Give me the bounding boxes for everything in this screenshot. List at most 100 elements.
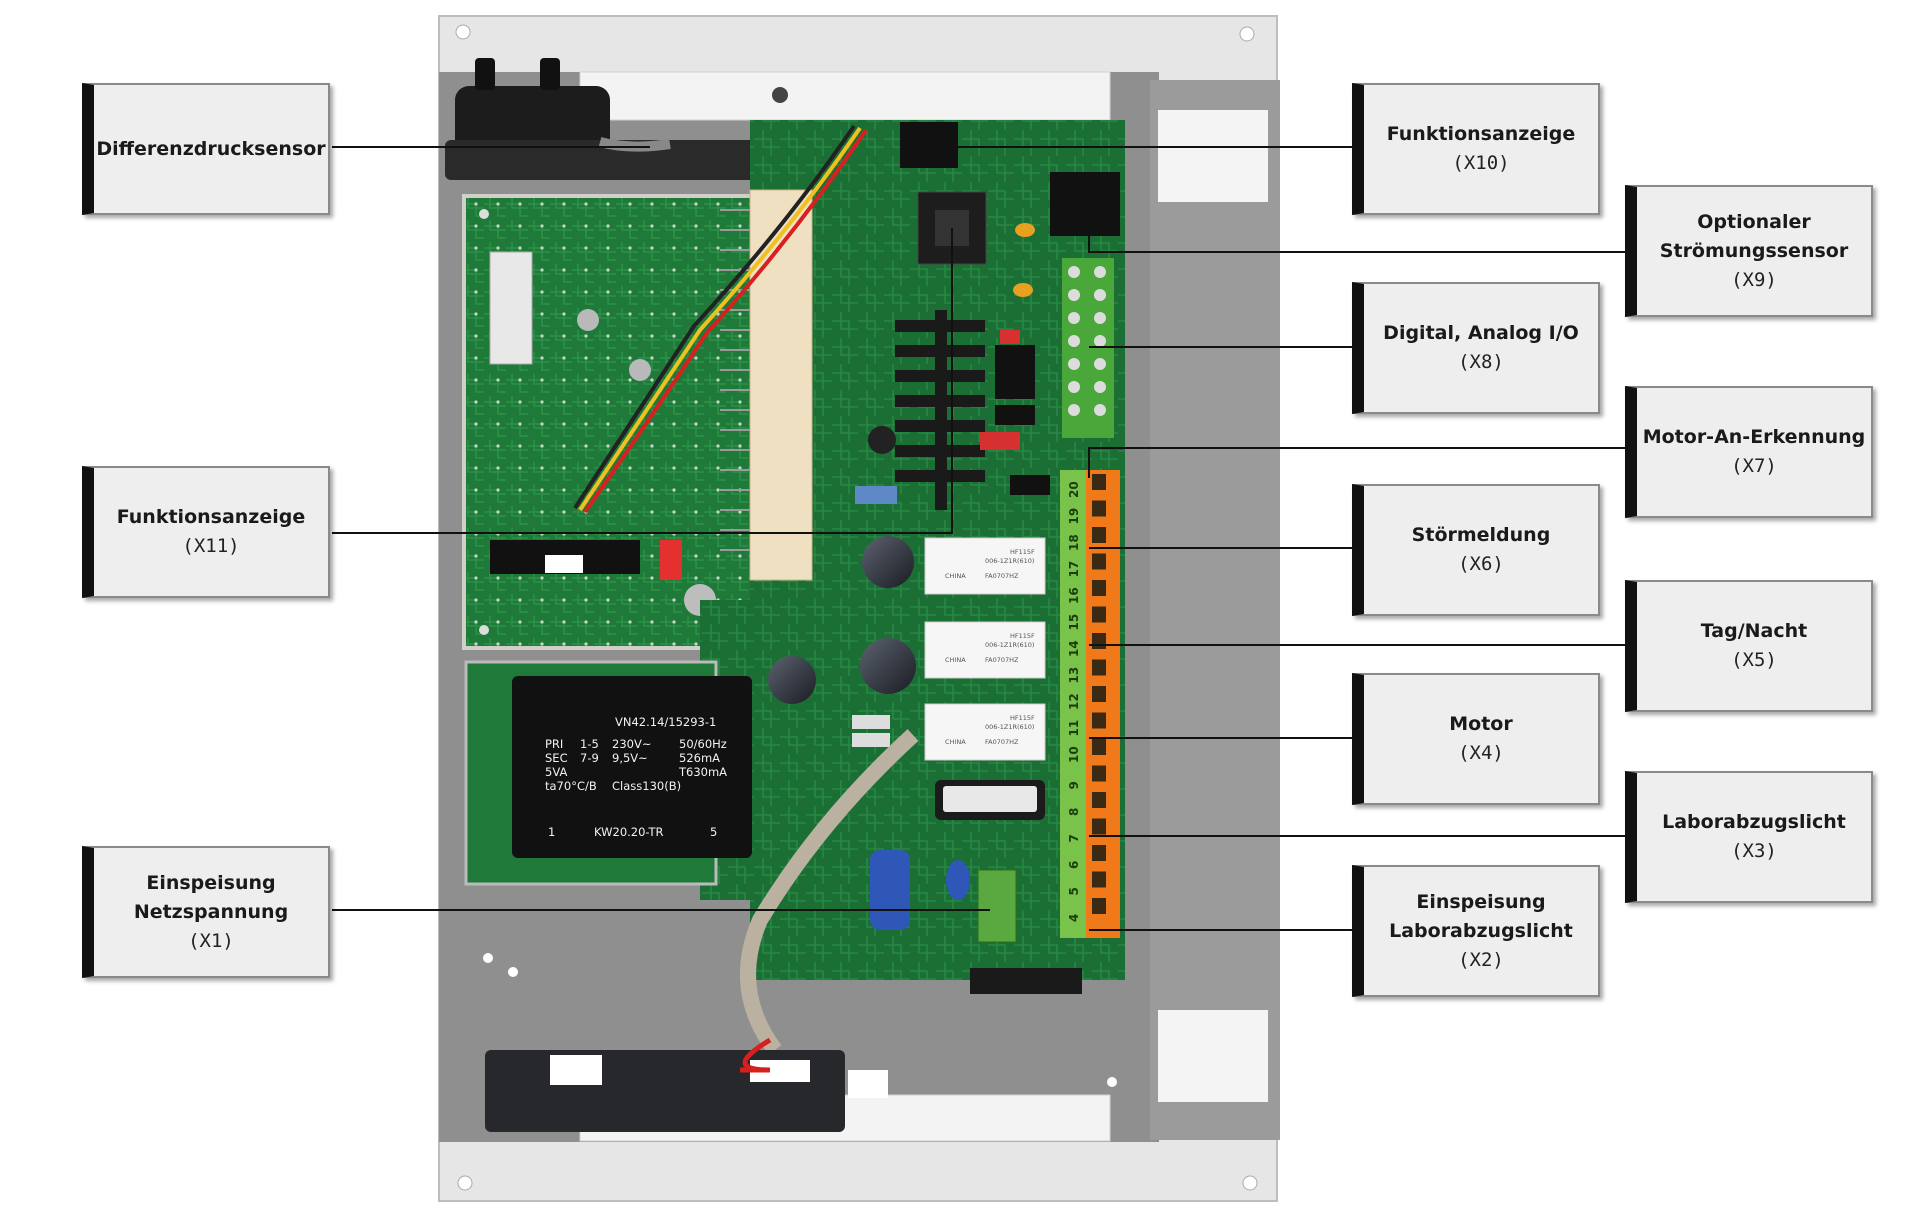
relay: HF115F 006-1Z1R(610) CHINA FA0707HZ — [924, 703, 1046, 761]
callout-stoermeldung: Störmeldung (X6) — [1352, 484, 1600, 616]
callout-stroemungssensor: Optionaler Strömungssensor (X9) — [1625, 185, 1873, 317]
terminal-screw — [1092, 765, 1106, 782]
transformer-spec-text: T630mA — [678, 765, 727, 779]
callout-code: (X8) — [1458, 351, 1504, 373]
transformer-pin-left: 1 — [548, 825, 555, 839]
callout-label: Optionaler Strömungssensor — [1659, 210, 1849, 262]
svg-text:CHINA: CHINA — [945, 738, 966, 746]
callout-label: Laborabzugslicht — [1662, 811, 1846, 833]
callout-label: Motor-An-Erkennung — [1642, 426, 1866, 448]
leader-motor-an — [1088, 447, 1625, 478]
callout-code: (X7) — [1731, 455, 1777, 477]
terminal-number: 16 — [1067, 587, 1081, 604]
callout-code: (X3) — [1731, 840, 1777, 862]
transformer-spec-text: ta70°C/B — [545, 779, 597, 793]
pressure-sensor — [445, 58, 770, 180]
terminal-screw — [1092, 474, 1106, 490]
terminal-number: 10 — [1067, 746, 1081, 763]
transformer-type-label: KW20.20-TR — [594, 825, 664, 839]
transformer-spec-text: 7-9 — [580, 751, 599, 765]
terminal-number: 5 — [1067, 887, 1081, 895]
callout-label: Einspeisung Laborabzugslicht — [1389, 890, 1573, 942]
terminal-screw — [1092, 500, 1106, 517]
callout-digital-analog-io: Digital, Analog I/O (X8) — [1352, 282, 1600, 414]
terminal-screw — [1092, 686, 1106, 702]
terminal-number: 9 — [1067, 781, 1081, 789]
transformer-spec-text: SEC — [545, 751, 568, 765]
terminal-number: 19 — [1067, 508, 1081, 525]
transformer-pin-right: 5 — [710, 825, 717, 839]
callout-label: Tag/Nacht — [1700, 620, 1808, 642]
svg-text:006-1Z1R(610): 006-1Z1R(610) — [985, 557, 1034, 565]
transformer-spec-text: 5VA — [545, 765, 567, 779]
terminal-number: 14 — [1067, 640, 1081, 657]
leader-lines — [332, 146, 1625, 931]
terminal-number: 20 — [1067, 481, 1081, 498]
callout-motor-an-erkennung: Motor-An-Erkennung (X7) — [1625, 386, 1873, 518]
callout-code: (X5) — [1731, 649, 1777, 671]
terminal-number: 12 — [1067, 693, 1081, 710]
terminal-number: 18 — [1067, 534, 1081, 551]
transformer-model-label: VN42.14/15293-1 — [615, 715, 716, 729]
relay: HF115F 006-1Z1R(610) CHINA FA0707HZ — [924, 537, 1046, 595]
callout-label: Motor — [1449, 713, 1513, 735]
callout-code: (X9) — [1731, 268, 1777, 291]
callout-code: (X4) — [1458, 742, 1504, 764]
svg-text:006-1Z1R(610): 006-1Z1R(610) — [985, 641, 1034, 649]
relay: HF115F 006-1Z1R(610) CHINA FA0707HZ — [924, 621, 1046, 679]
callout-label: Funktionsanzeige — [1386, 123, 1576, 145]
terminal-screw — [1092, 712, 1106, 729]
terminal-number: 4 — [1067, 914, 1081, 922]
callout-code: (X11) — [182, 535, 240, 557]
terminal-screw — [1092, 792, 1106, 808]
leader-funktionsanzeige-x11 — [332, 228, 953, 534]
terminal-number: 8 — [1067, 808, 1081, 816]
terminal-screw — [1092, 898, 1106, 914]
callout-einspeisung-netzspannung: Einspeisung Netzspannung (X1) — [82, 846, 330, 978]
terminal-number: 7 — [1067, 834, 1081, 842]
terminal-screw — [1092, 527, 1106, 543]
callout-funktionsanzeige-x10: Funktionsanzeige (X10) — [1352, 83, 1600, 215]
callout-label: Digital, Analog I/O — [1383, 322, 1579, 344]
svg-text:CHINA: CHINA — [945, 656, 966, 664]
terminal-number: 15 — [1067, 614, 1081, 631]
callout-funktionsanzeige-x11: Funktionsanzeige (X11) — [82, 466, 330, 598]
transformer-spec-text: 230V~ — [612, 737, 651, 751]
callout-motor: Motor (X4) — [1352, 673, 1600, 805]
svg-text:HF115F: HF115F — [1010, 714, 1035, 722]
transformer-spec-text: 526mA — [679, 751, 720, 765]
terminal-screw — [1092, 633, 1106, 649]
svg-text:HF115F: HF115F — [1010, 632, 1035, 640]
transformer-spec-text: 1-5 — [580, 737, 599, 751]
terminal-screw — [1092, 659, 1106, 676]
callout-label: Störmeldung — [1411, 524, 1551, 546]
terminal-number: 13 — [1067, 667, 1081, 684]
terminal-screw — [1092, 606, 1106, 623]
svg-text:FA0707HZ: FA0707HZ — [985, 738, 1019, 746]
callout-code: (X6) — [1458, 553, 1504, 575]
transformer-spec-text: 9,5V~ — [612, 751, 648, 765]
terminal-screw — [1092, 845, 1106, 861]
callout-code: (X1) — [188, 929, 234, 952]
terminal-screw — [1092, 818, 1106, 835]
callout-label: Differenzdrucksensor — [96, 137, 326, 160]
transformer-spec-text: PRI — [545, 737, 563, 751]
terminal-screw — [1092, 871, 1106, 888]
callout-tag-nacht: Tag/Nacht (X5) — [1625, 580, 1873, 712]
svg-text:HF115F: HF115F — [1010, 548, 1035, 556]
svg-text:FA0707HZ: FA0707HZ — [985, 656, 1019, 664]
terminal-number: 17 — [1067, 561, 1081, 578]
svg-text:CHINA: CHINA — [945, 572, 966, 580]
terminal-screw — [1092, 580, 1106, 596]
callout-code: (X10) — [1452, 152, 1510, 174]
terminal-number: 6 — [1067, 861, 1081, 869]
terminal-screw — [1092, 739, 1106, 755]
leader-stroemungssensor — [1088, 190, 1625, 253]
callout-laborabzugslicht: Laborabzugslicht (X3) — [1625, 771, 1873, 903]
battery — [485, 729, 919, 1132]
svg-text:006-1Z1R(610): 006-1Z1R(610) — [985, 723, 1034, 731]
callout-label: Funktionsanzeige — [116, 506, 306, 528]
svg-text:FA0707HZ: FA0707HZ — [985, 572, 1019, 580]
terminal-number: 11 — [1067, 720, 1081, 737]
